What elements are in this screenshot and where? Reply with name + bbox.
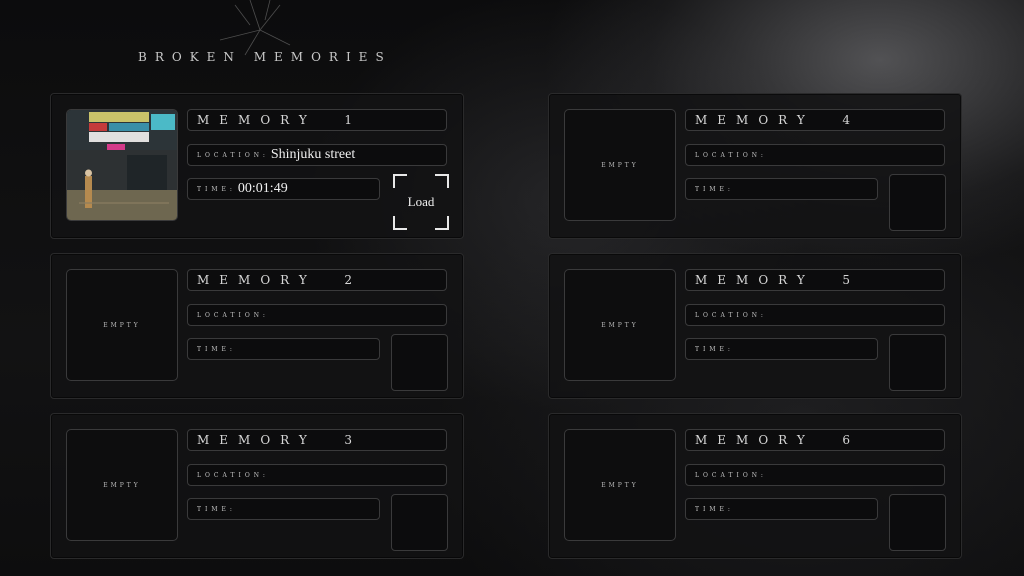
memory-slot-6[interactable]: EMPTY MEMORY 6 LOCATION: TIME: (548, 413, 962, 559)
slot-name-field: MEMORY 2 (187, 269, 447, 291)
empty-label: EMPTY (601, 321, 639, 329)
shinjuku-street-screenshot (67, 110, 177, 220)
memory-slot-5[interactable]: EMPTY MEMORY 5 LOCATION: TIME: (548, 253, 962, 399)
empty-label: EMPTY (103, 321, 141, 329)
time-label: TIME: (695, 185, 734, 193)
slot-time-field: TIME: (685, 498, 878, 520)
time-label: TIME: (197, 345, 236, 353)
corner-bracket (393, 216, 407, 230)
slot-name: MEMORY 2 (197, 273, 363, 287)
empty-action-box (889, 174, 946, 231)
slot-time-field: TIME: 00:01:49 (187, 178, 380, 200)
corner-bracket (435, 216, 449, 230)
slot-name: MEMORY 3 (197, 433, 363, 447)
slot-thumbnail: EMPTY (564, 109, 676, 221)
time-value: 00:01:49 (237, 181, 288, 196)
location-label: LOCATION: (695, 151, 767, 159)
slot-location-field: LOCATION: (187, 304, 447, 326)
slot-time-field: TIME: (187, 338, 380, 360)
location-label: LOCATION: (695, 471, 767, 479)
empty-label: EMPTY (601, 481, 639, 489)
slot-name-field: MEMORY 6 (685, 429, 945, 451)
load-button[interactable]: Load (393, 174, 449, 230)
slot-time-field: TIME: (685, 178, 878, 200)
empty-action-box (391, 494, 448, 551)
location-value: Shinjuku street (270, 147, 356, 162)
slot-thumbnail (66, 109, 178, 221)
memory-slot-1[interactable]: MEMORY 1 LOCATION: Shinjuku street TIME:… (50, 93, 464, 239)
slot-location-field: LOCATION: (187, 464, 447, 486)
glass-crack-decoration (219, 0, 291, 56)
slot-name-field: MEMORY 3 (187, 429, 447, 451)
slot-thumbnail: EMPTY (66, 429, 178, 541)
slot-time-field: TIME: (187, 498, 380, 520)
slot-name-field: MEMORY 5 (685, 269, 945, 291)
empty-label: EMPTY (601, 161, 639, 169)
slot-name: MEMORY 1 (197, 113, 363, 127)
memory-slot-2[interactable]: EMPTY MEMORY 2 LOCATION: TIME: (50, 253, 464, 399)
empty-action-box (889, 494, 946, 551)
corner-bracket (393, 174, 407, 188)
slot-name: MEMORY 4 (695, 113, 861, 127)
empty-label: EMPTY (103, 481, 141, 489)
memory-slot-3[interactable]: EMPTY MEMORY 3 LOCATION: TIME: (50, 413, 464, 559)
empty-action-box (391, 334, 448, 391)
time-label: TIME: (695, 505, 734, 513)
time-label: TIME: (695, 345, 734, 353)
slot-thumbnail: EMPTY (564, 429, 676, 541)
slot-name-field: MEMORY 1 (187, 109, 447, 131)
slot-location-field: LOCATION: (685, 144, 945, 166)
empty-action-box (889, 334, 946, 391)
slot-name-field: MEMORY 4 (685, 109, 945, 131)
time-label: TIME: (197, 505, 236, 513)
location-label: LOCATION: (695, 311, 767, 319)
location-label: LOCATION: (197, 311, 269, 319)
slot-time-field: TIME: (685, 338, 878, 360)
slot-location-field: LOCATION: Shinjuku street (187, 144, 447, 166)
location-label: LOCATION: (197, 471, 269, 479)
time-label: TIME: (197, 185, 236, 193)
screen-title: BROKEN MEMORIES (138, 50, 392, 64)
slot-location-field: LOCATION: (685, 464, 945, 486)
slot-location-field: LOCATION: (685, 304, 945, 326)
slot-thumbnail: EMPTY (66, 269, 178, 381)
memory-slot-4[interactable]: EMPTY MEMORY 4 LOCATION: TIME: (548, 93, 962, 239)
slot-name: MEMORY 5 (695, 273, 861, 287)
slot-name: MEMORY 6 (695, 433, 861, 447)
corner-bracket (435, 174, 449, 188)
location-label: LOCATION: (197, 151, 269, 159)
load-button-label: Load (407, 194, 435, 209)
slot-thumbnail: EMPTY (564, 269, 676, 381)
